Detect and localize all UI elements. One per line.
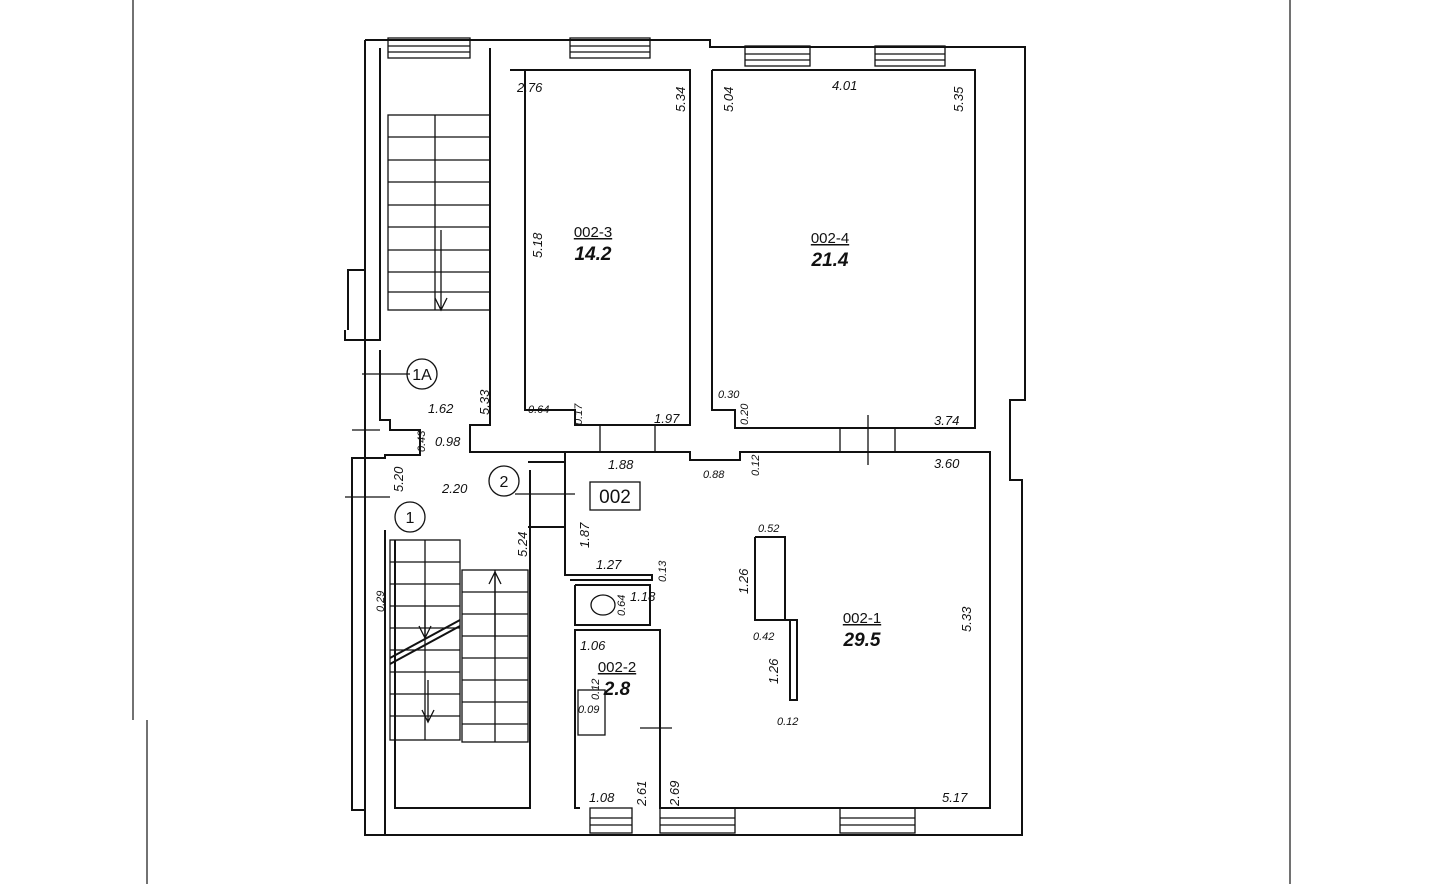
dim-label: 1.18 — [630, 589, 656, 604]
dim-label: 2.20 — [441, 481, 468, 496]
stair-arrow-down-icon — [418, 600, 432, 640]
room-area: 21.4 — [811, 250, 849, 271]
room-id: 002-4 — [811, 230, 849, 247]
dim-label: 1.08 — [589, 790, 615, 805]
dim-label: 4.01 — [832, 78, 857, 93]
dim-label: 0.29 — [375, 591, 387, 612]
stair-arrow-down-icon — [434, 230, 448, 312]
svg-text:1: 1 — [406, 510, 415, 527]
plan-tag: 002 — [589, 481, 641, 511]
dim-label: 0.88 — [703, 469, 725, 481]
dim-label: 5.34 — [673, 87, 688, 112]
dim-label: 5.24 — [515, 532, 530, 557]
room-area: 14.2 — [575, 244, 612, 265]
building-outline — [344, 39, 1026, 836]
dim-label: 5.35 — [951, 86, 966, 112]
dim-label: 5.18 — [530, 232, 545, 258]
dim-label: 2.69 — [667, 781, 682, 807]
dim-label: 1.62 — [428, 401, 454, 416]
stair-arrow-up-icon — [488, 570, 502, 640]
dim-label: 0.12 — [750, 455, 762, 476]
dim-label: 5.33 — [477, 389, 492, 415]
dim-label: 0.30 — [718, 389, 740, 401]
dim-label: 2.61 — [634, 781, 649, 807]
dim-label: 0.64 — [528, 404, 549, 416]
dim-label: 1.06 — [580, 638, 606, 653]
dim-label: 5.04 — [721, 87, 736, 112]
dim-label: 1.97 — [654, 411, 680, 426]
dim-label: 5.17 — [942, 790, 968, 805]
marker-1a: 1A — [406, 358, 438, 390]
dim-label: 5.33 — [959, 606, 974, 632]
room-id: 002-3 — [574, 224, 612, 241]
room-area: 29.5 — [843, 630, 881, 651]
dim-label: 0.13 — [657, 560, 669, 582]
dim-label: 5.20 — [391, 466, 406, 492]
dim-label: 1.27 — [596, 557, 622, 572]
dim-label: 1.26 — [736, 568, 751, 594]
room-area: 2.8 — [603, 679, 631, 700]
stair-arrow-down-icon — [421, 680, 435, 724]
dim-label: 0.98 — [435, 434, 461, 449]
dim-label: 0.09 — [578, 704, 599, 716]
room-id: 002-1 — [843, 610, 881, 627]
svg-text:002: 002 — [599, 487, 631, 508]
toilet-icon — [590, 594, 616, 616]
dim-label: 0.42 — [753, 631, 774, 643]
stairs-lower — [389, 539, 529, 743]
dim-label: 0.17 — [573, 403, 585, 425]
dim-label: 0.64 — [616, 595, 628, 616]
marker-1: 1 — [394, 501, 426, 533]
dim-label: 3.60 — [934, 456, 960, 471]
dim-label: 0.12 — [777, 716, 798, 728]
dim-label: 0.52 — [758, 523, 779, 535]
dim-label: 0.12 — [590, 679, 602, 700]
dim-label: 1.26 — [766, 658, 781, 684]
dim-label: 1.87 — [577, 522, 592, 548]
dim-label: 0.20 — [739, 403, 751, 425]
dim-label: 1.88 — [608, 457, 634, 472]
dim-label: 0.43 — [416, 430, 428, 452]
stairs-upper — [387, 114, 491, 312]
marker-2: 2 — [488, 465, 520, 497]
room-id: 002-2 — [598, 659, 636, 676]
dim-label: 3.74 — [934, 413, 959, 428]
svg-text:1A: 1A — [412, 367, 432, 384]
dimension-labels: 2.76 5.34 5.04 4.01 5.35 5.18 5.33 1.62 … — [375, 78, 974, 807]
dim-label: 2.76 — [516, 80, 543, 95]
windows — [387, 37, 946, 834]
svg-text:2: 2 — [500, 474, 509, 491]
